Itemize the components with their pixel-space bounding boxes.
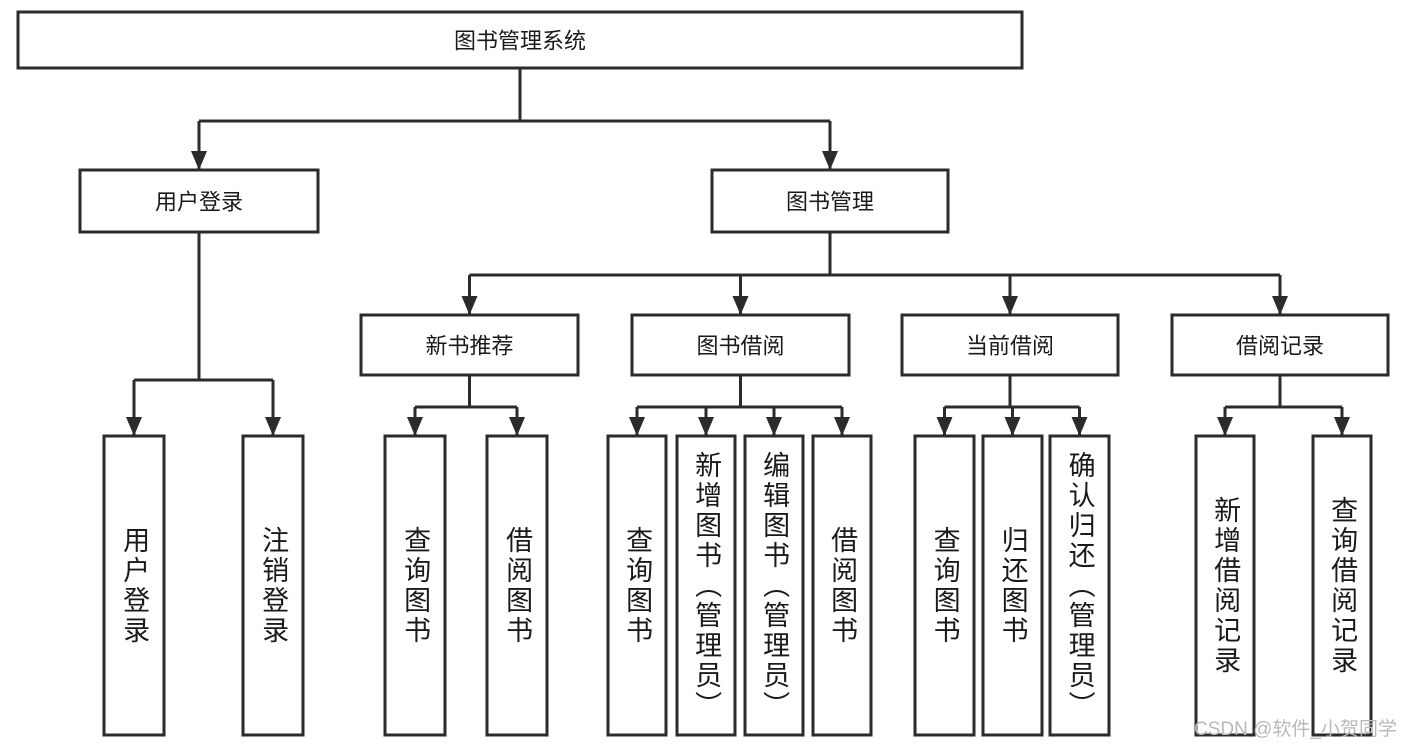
arrow-head-icon xyxy=(1071,417,1088,436)
node-box-book-borrow[interactable] xyxy=(630,313,851,377)
arrow-head-icon xyxy=(191,151,207,170)
node-box-leaf-borrow-book[interactable] xyxy=(811,434,873,737)
arrow-head-icon xyxy=(629,417,645,436)
arrow-head-icon xyxy=(766,417,782,436)
node-box-leaf-query-book-rec[interactable] xyxy=(383,434,447,737)
node-label-current-borrow: 当前借阅 xyxy=(966,334,1054,359)
node-box-book-manage[interactable] xyxy=(710,168,950,234)
arrow-head-icon xyxy=(1004,417,1021,436)
node-box-leaf-query-book-borrow[interactable] xyxy=(606,434,668,737)
node-box-leaf-user-login[interactable] xyxy=(102,434,166,737)
node-box-layer xyxy=(16,10,1390,737)
node-label-borrow-record: 借阅记录 xyxy=(1236,334,1324,359)
watermark-text: CSDN @软件_小贺同学 xyxy=(1194,719,1397,740)
node-box-root[interactable] xyxy=(16,10,1024,70)
node-box-new-book-recommend[interactable] xyxy=(359,313,580,377)
node-box-leaf-add-book-admin[interactable] xyxy=(675,434,737,737)
arrow-head-icon xyxy=(822,151,838,170)
arrow-head-icon xyxy=(698,417,714,436)
arrow-head-icon xyxy=(265,417,281,436)
arrow-head-icon xyxy=(1217,417,1233,436)
node-box-leaf-edit-book-admin[interactable] xyxy=(743,434,805,737)
node-label-root: 图书管理系统 xyxy=(454,29,586,54)
node-box-user-login[interactable] xyxy=(78,168,320,234)
arrow-head-icon xyxy=(1334,417,1350,436)
arrow-head-icon xyxy=(1272,296,1288,315)
arrow-head-icon xyxy=(936,417,953,436)
arrow-head-icon xyxy=(834,417,850,436)
node-box-current-borrow[interactable] xyxy=(900,313,1120,377)
arrow-head-icon xyxy=(461,296,478,315)
node-label-book-borrow: 图书借阅 xyxy=(696,334,784,359)
connector-layer xyxy=(126,68,1350,436)
node-label-user-login: 用户登录 xyxy=(155,190,243,215)
node-box-leaf-confirm-return-admin[interactable] xyxy=(1048,434,1111,737)
node-box-leaf-query-book-cur[interactable] xyxy=(913,434,976,737)
arrow-head-icon xyxy=(732,296,749,315)
node-box-leaf-borrow-book-rec[interactable] xyxy=(485,434,549,737)
arrow-head-icon xyxy=(126,417,142,436)
arrow-head-icon xyxy=(407,417,423,436)
arrow-head-icon xyxy=(509,417,525,436)
node-box-leaf-user-logout[interactable] xyxy=(241,434,305,737)
node-label-book-manage: 图书管理 xyxy=(786,190,874,215)
node-box-leaf-query-borrow-record[interactable] xyxy=(1311,434,1373,737)
node-label-new-book-recommend: 新书推荐 xyxy=(425,334,513,359)
node-box-leaf-return-book[interactable] xyxy=(981,434,1044,737)
arrow-head-icon xyxy=(1002,296,1018,315)
node-box-leaf-add-borrow-record[interactable] xyxy=(1194,434,1256,737)
node-box-borrow-record[interactable] xyxy=(1170,313,1390,377)
